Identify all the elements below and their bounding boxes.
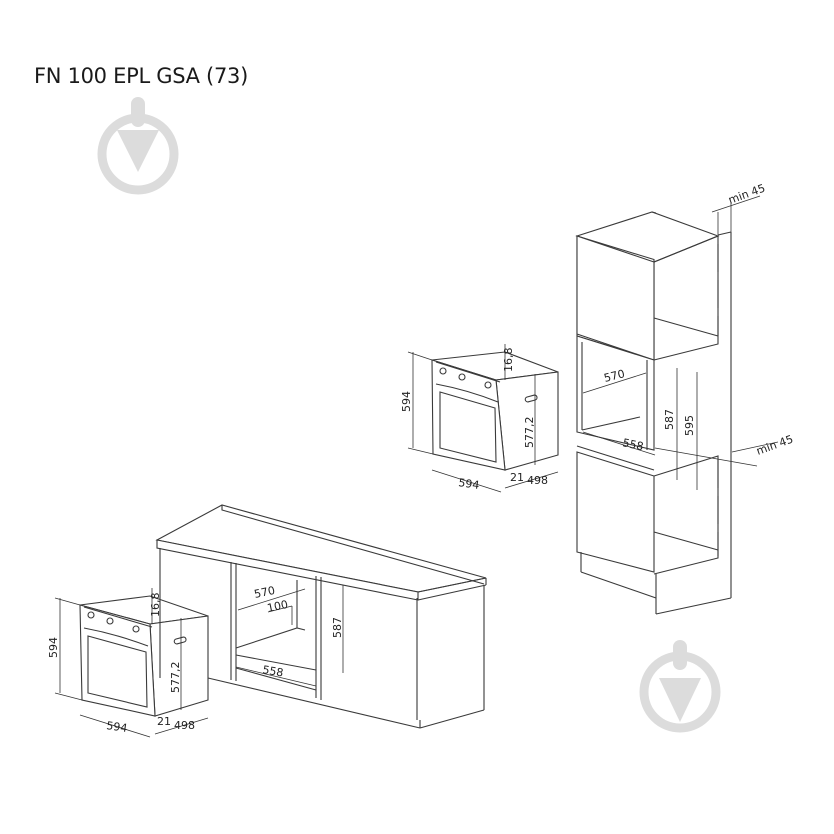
svg-text:100: 100 — [266, 598, 289, 615]
oven-drawing-lower — [79, 595, 209, 717]
svg-text:498: 498 — [174, 719, 195, 732]
watermark-icon-top — [97, 97, 179, 195]
svg-text:570: 570 — [603, 367, 627, 385]
svg-text:21: 21 — [510, 471, 524, 484]
oven-drawing-upper — [431, 351, 559, 471]
svg-text:21: 21 — [157, 715, 171, 728]
svg-text:16,8: 16,8 — [502, 348, 515, 373]
svg-text:594: 594 — [47, 637, 60, 658]
product-title: FN 100 EPL GSA (73) — [34, 64, 248, 88]
oven-dimensions-upper: 594 594 21 498 16,8 577,2 — [400, 344, 559, 493]
svg-text:16,8: 16,8 — [149, 593, 162, 618]
svg-text:587: 587 — [331, 617, 344, 638]
svg-text:587: 587 — [663, 409, 676, 430]
svg-text:594: 594 — [458, 476, 481, 492]
watermark-icon-bottom — [639, 640, 721, 733]
svg-text:498: 498 — [527, 474, 548, 487]
svg-text:min 45: min 45 — [755, 433, 795, 458]
oven-dimensions-lower: 594 594 21 498 16,8 577,2 — [47, 588, 209, 738]
svg-text:594: 594 — [400, 391, 413, 412]
under-counter-dimensions: 570 100 587 558 — [235, 584, 344, 687]
svg-text:558: 558 — [621, 436, 644, 453]
svg-text:558: 558 — [261, 663, 284, 679]
svg-text:min 45: min 45 — [727, 182, 767, 207]
svg-text:595: 595 — [683, 415, 696, 436]
svg-text:570: 570 — [253, 584, 276, 601]
svg-text:577,2: 577,2 — [169, 662, 182, 694]
svg-text:577,2: 577,2 — [523, 417, 536, 449]
under-counter-cabinet — [155, 504, 487, 729]
tall-column-cabinet — [575, 211, 732, 615]
svg-text:594: 594 — [106, 719, 129, 735]
